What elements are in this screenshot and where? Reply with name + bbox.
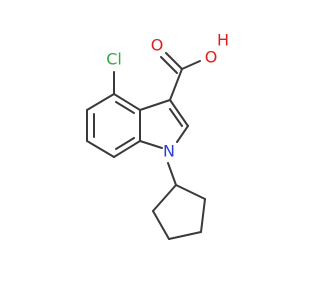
bond-n1-cyclopentyl [167,162,177,186]
bond-c3a-c3 [139,99,171,111]
bond-c7-c7a-inner [115,137,135,150]
bond-cp-2 [200,198,206,233]
bond-cp-3 [168,231,202,240]
bond-cp-1 [175,184,206,200]
chlorine-label: Cl [106,50,122,69]
bond-c3-c2 [169,99,189,127]
bond-c3a-c4 [113,93,141,111]
bond-c3a-c4-inner [115,101,135,114]
bond-c4-c5 [86,93,115,111]
bond-c3-carboxyl [169,68,183,101]
nitrogen-label: N [163,142,175,161]
bond-carboxyl-co-a [165,52,183,70]
bond-c2-n1 [176,125,189,143]
hydroxyl-hydrogen-label: H [217,31,229,50]
molecule-canvas: Cl O O H N [86,31,229,240]
carbonyl-oxygen-label: O [151,36,164,55]
bond-c6-c7 [86,140,115,158]
molecule-structure: Cl O O H N [86,31,229,240]
bond-c3-c2-inner [169,108,183,127]
bond-cp-5 [152,184,177,212]
bond-cp-4 [152,210,170,240]
hydroxyl-oxygen-label: O [205,48,218,67]
bond-n1-c7a [139,140,163,149]
bond-carboxyl-oh [181,60,201,70]
bond-carboxyl-co-b [160,56,178,74]
bond-c7-c7a [113,140,141,158]
